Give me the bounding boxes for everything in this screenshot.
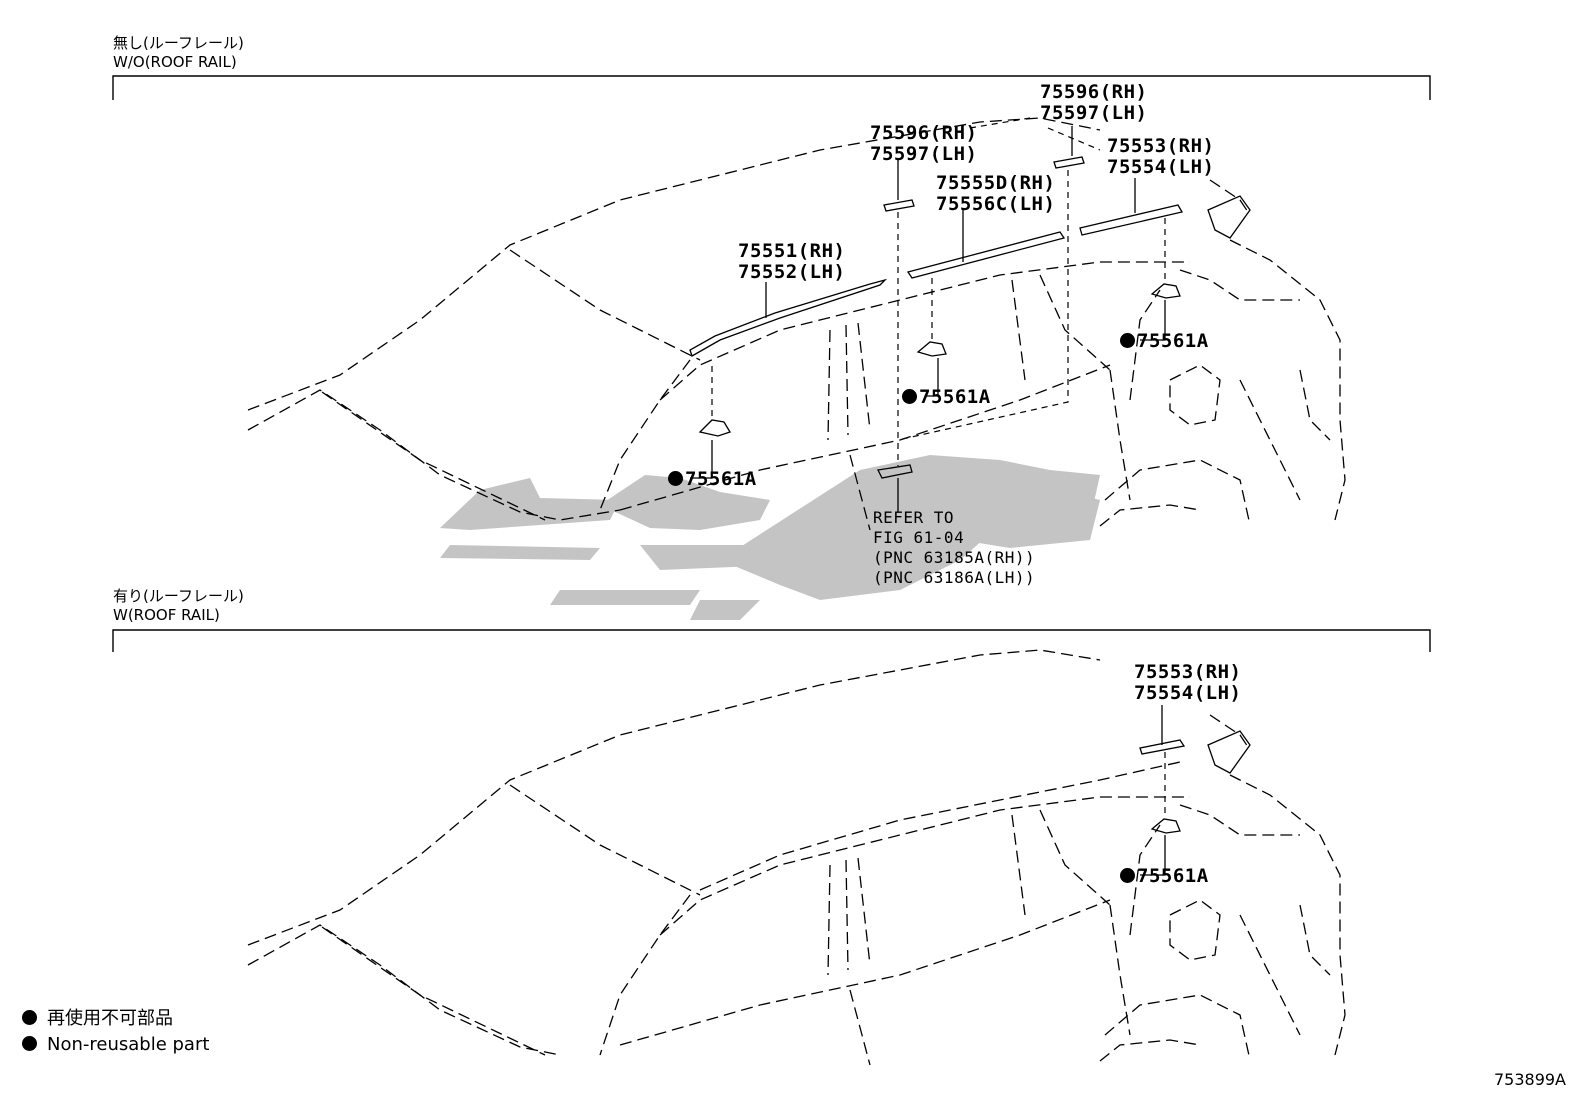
legend-en: Non-reusable part [47, 1034, 210, 1055]
part-number: 75561A [1137, 865, 1209, 887]
part-number-rh: 75553(RH) [1134, 661, 1242, 683]
non-reusable-dot-icon [1120, 333, 1135, 348]
part-number-lh: 75597(LH) [870, 143, 978, 165]
top-frame [112, 75, 1431, 100]
part-number-lh: 75597(LH) [1040, 102, 1148, 124]
callout-clip-d[interactable]: 75561A [1120, 866, 1209, 887]
callout-75596-top[interactable]: 75596(RH) 75597(LH) [1040, 82, 1147, 124]
refer-line-3: (PNC 63185A(RH)) [873, 548, 1036, 567]
part-number-rh: 75553(RH) [1107, 135, 1215, 157]
part-number-lh: 75554(LH) [1107, 156, 1215, 178]
bullet-dot-icon [22, 1036, 37, 1051]
non-reusable-dot-icon [668, 471, 683, 486]
callout-clip-a[interactable]: 75561A [668, 469, 757, 490]
top-moldings [689, 126, 1251, 512]
callout-clip-c[interactable]: 75561A [1120, 331, 1209, 352]
watermark-logo [440, 455, 1100, 620]
non-reusable-dot-icon [1120, 868, 1135, 883]
legend-row-jp: 再使用不可部品 [22, 1006, 209, 1032]
clip-fig-c [1150, 283, 1181, 299]
clip-fig-d [1150, 818, 1181, 834]
clip-fig-b [916, 341, 947, 357]
section-label-top-jp: 無し(ルーフレール) [113, 34, 244, 52]
callout-75555[interactable]: 75555D(RH) 75556C(LH) [936, 173, 1055, 215]
clip-75596-mid [883, 199, 915, 212]
refer-line-1: REFER TO [873, 508, 955, 527]
section-label-top-en: W/O(ROOF RAIL) [113, 53, 237, 71]
clip-fig-a [698, 419, 731, 437]
legend-jp: 再使用不可部品 [47, 1008, 173, 1029]
section-label-bottom: 有り(ルーフレール) W(ROOF RAIL) [113, 587, 244, 625]
bottom-frame [112, 629, 1431, 652]
callout-clip-b[interactable]: 75561A [902, 387, 991, 408]
part-number: 75561A [1137, 330, 1209, 352]
part-number-rh: 75555D(RH) [936, 172, 1056, 194]
callout-75551[interactable]: 75551(RH) 75552(LH) [738, 241, 845, 283]
callout-75553-bottom[interactable]: 75553(RH) 75554(LH) [1134, 662, 1241, 704]
section-label-bottom-en: W(ROOF RAIL) [113, 606, 220, 624]
section-label-bottom-jp: 有り(ルーフレール) [113, 587, 244, 605]
part-number-rh: 75596(RH) [1040, 81, 1148, 103]
callout-75596-mid[interactable]: 75596(RH) 75597(LH) [870, 123, 977, 165]
part-number-rh: 75551(RH) [738, 240, 846, 262]
figure-id: 753899A [1493, 1070, 1566, 1089]
bottom-moldings [1139, 705, 1251, 876]
part-number-lh: 75552(LH) [738, 261, 846, 283]
refer-line-2: FIG 61-04 [873, 528, 965, 547]
refer-line-4: (PNC 63186A(LH)) [873, 568, 1036, 587]
part-number-rh: 75596(RH) [870, 122, 978, 144]
part-number: 75561A [685, 468, 757, 490]
clip-75596-top [1053, 156, 1085, 169]
bullet-dot-icon [22, 1010, 37, 1025]
top-car-outline [247, 117, 1346, 531]
legend: 再使用不可部品 Non-reusable part [22, 1006, 209, 1058]
non-reusable-dot-icon [902, 389, 917, 404]
section-label-top: 無し(ルーフレール) W/O(ROOF RAIL) [113, 34, 244, 72]
callout-75553-top[interactable]: 75553(RH) 75554(LH) [1107, 136, 1214, 178]
part-number: 75561A [919, 386, 991, 408]
legend-row-en: Non-reusable part [22, 1032, 209, 1058]
bottom-car-outline [247, 649, 1346, 1066]
top-dash-leaders [711, 117, 1166, 466]
ref-clip [877, 464, 913, 479]
part-number-lh: 75554(LH) [1134, 682, 1242, 704]
refer-note[interactable]: REFER TO FIG 61-04 (PNC 63185A(RH)) (PNC… [873, 508, 1035, 588]
part-number-lh: 75556C(LH) [936, 193, 1056, 215]
